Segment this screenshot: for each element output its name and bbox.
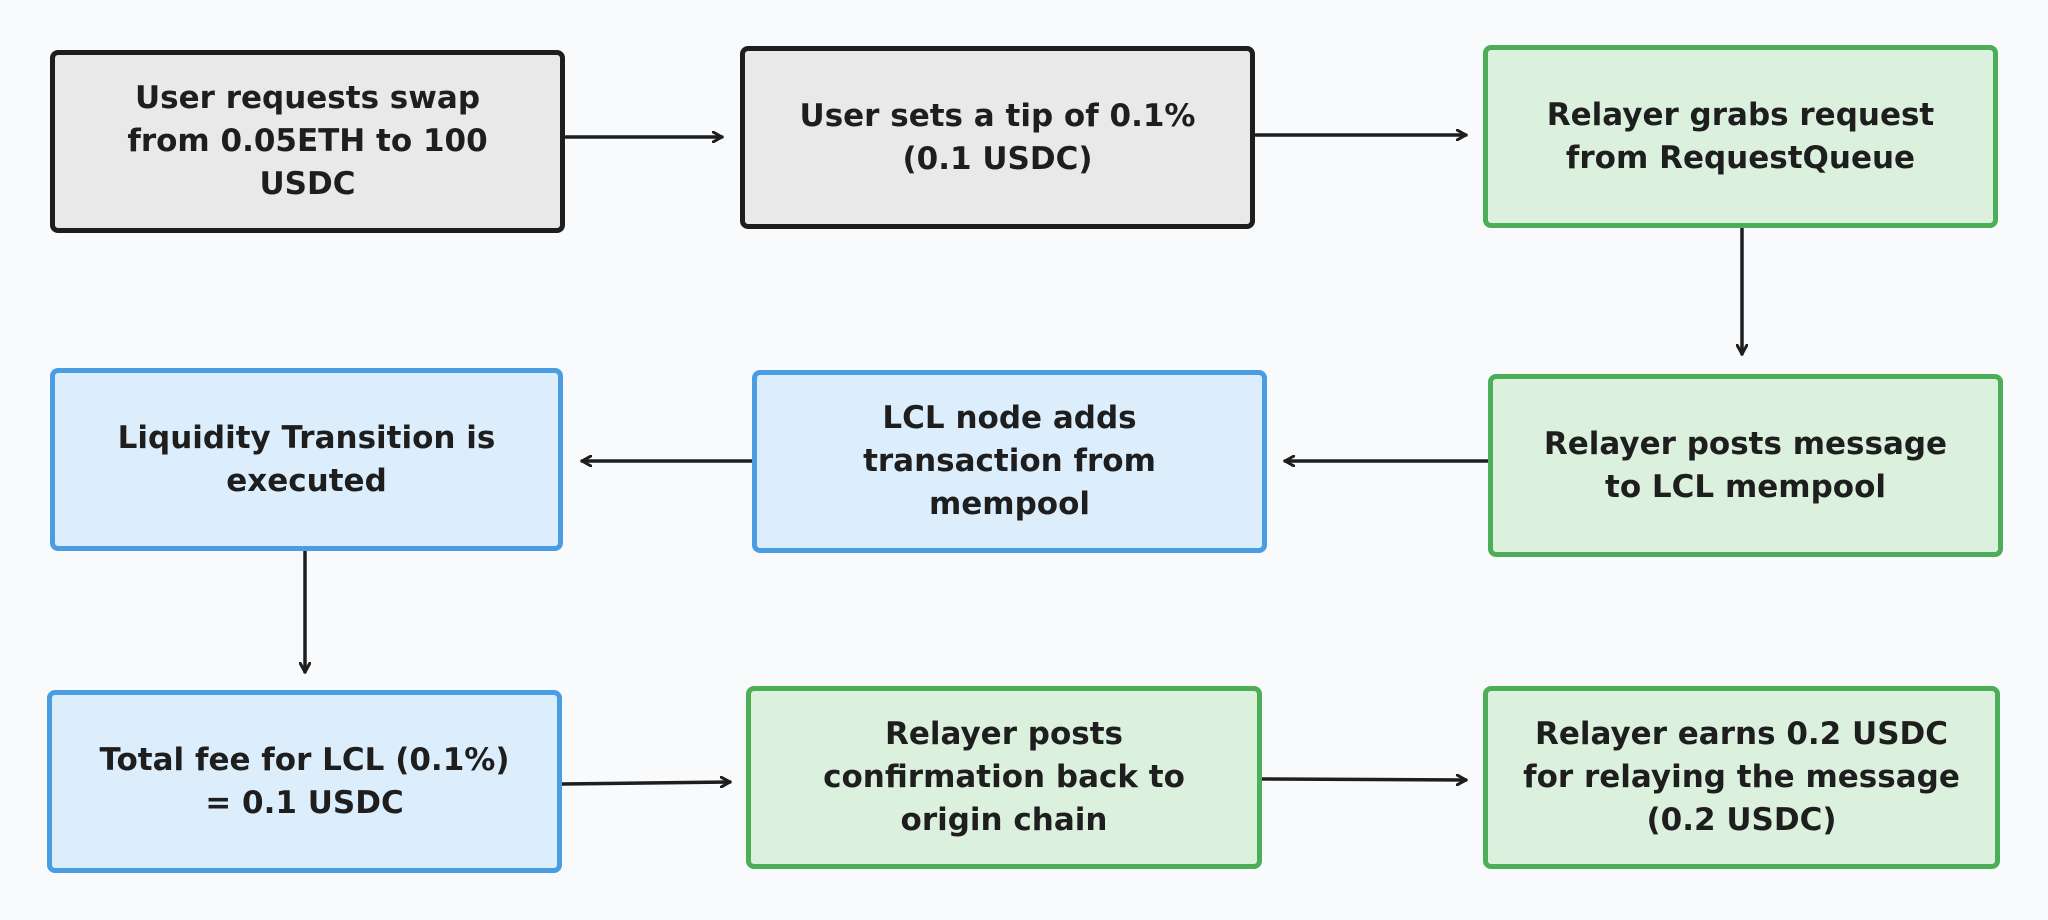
step-label: User requests swap from 0.05ETH to 100 U… xyxy=(127,80,488,202)
step-relayer-posts-message: Relayer posts message to LCL mempool xyxy=(1488,374,2003,557)
step-liquidity-transition-executed: Liquidity Transition is executed xyxy=(50,368,563,551)
step-label: LCL node adds transaction from mempool xyxy=(863,400,1156,522)
step-user-requests-swap: User requests swap from 0.05ETH to 100 U… xyxy=(50,50,565,233)
arrow-n7-to-n8 xyxy=(560,782,732,784)
step-relayer-posts-confirmation: Relayer posts confirmation back to origi… xyxy=(746,686,1262,869)
step-label: User sets a tip of 0.1% (0.1 USDC) xyxy=(799,97,1196,177)
step-label: Relayer posts confirmation back to origi… xyxy=(823,716,1185,838)
step-label: Relayer grabs request from RequestQueue xyxy=(1546,96,1935,176)
step-label: Relayer posts message to LCL mempool xyxy=(1543,425,1948,505)
step-total-fee-lcl: Total fee for LCL (0.1%) = 0.1 USDC xyxy=(47,690,562,873)
step-lcl-node-adds-transaction: LCL node adds transaction from mempool xyxy=(752,370,1267,553)
step-user-sets-tip: User sets a tip of 0.1% (0.1 USDC) xyxy=(740,46,1255,229)
step-relayer-earns-fee: Relayer earns 0.2 USDC for relaying the … xyxy=(1483,686,2000,869)
arrow-n8-to-n9 xyxy=(1260,779,1468,780)
step-relayer-grabs-request: Relayer grabs request from RequestQueue xyxy=(1483,45,1998,228)
step-label: Relayer earns 0.2 USDC for relaying the … xyxy=(1523,716,1960,838)
step-label: Liquidity Transition is executed xyxy=(117,419,496,499)
step-label: Total fee for LCL (0.1%) = 0.1 USDC xyxy=(99,741,510,821)
